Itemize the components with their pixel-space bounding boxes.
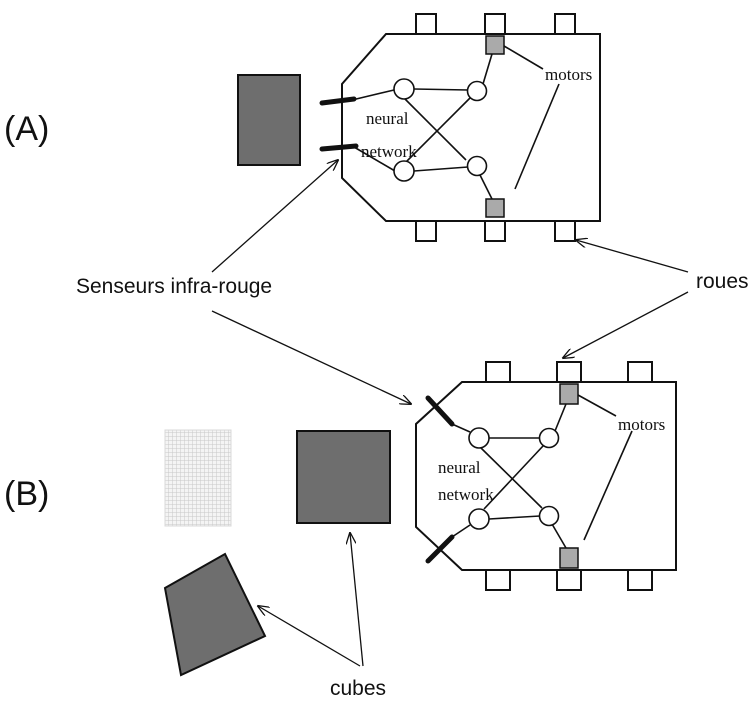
ir-sensor (319, 96, 357, 106)
callout-arrows (211, 160, 689, 667)
motors-label: motors (618, 415, 665, 434)
cube (237, 74, 301, 166)
wheel (554, 220, 576, 242)
wheel (556, 361, 582, 383)
neural-network-wires (451, 403, 567, 549)
wheel (485, 361, 511, 383)
motor (485, 35, 505, 55)
motor (485, 198, 505, 218)
neural-network-label: network (438, 485, 494, 504)
ir-sensor (425, 534, 455, 564)
wheel (415, 220, 437, 242)
cube (163, 552, 267, 677)
neural-network-label: network (361, 142, 417, 161)
panel-a-label: (A) (4, 110, 49, 148)
wheel (484, 220, 506, 242)
robot-a: neural network motors (319, 13, 601, 242)
arrow (211, 160, 338, 273)
wheel (415, 13, 437, 35)
neuron (468, 508, 490, 530)
ir-sensor (425, 395, 455, 427)
wheel (484, 13, 506, 35)
arrow (350, 533, 364, 667)
ghost-cube (164, 429, 232, 527)
ir-sensor (319, 143, 359, 152)
wheel (554, 13, 576, 35)
neuron (466, 80, 488, 102)
wheel (627, 569, 653, 591)
wheel (485, 569, 511, 591)
neuron (538, 505, 560, 527)
arrow (576, 240, 689, 273)
arrow (258, 606, 361, 667)
panel-b-label: (B) (4, 475, 49, 513)
neural-network-label: neural (366, 109, 409, 128)
wheels-label: roues (696, 270, 749, 293)
sensors-label: Senseurs infra-rouge (76, 275, 272, 298)
neuron (466, 155, 488, 177)
neuron (538, 427, 560, 449)
cube (296, 430, 391, 524)
neuron (393, 78, 415, 100)
robot-b: neural network motors (415, 361, 677, 591)
cubes-label: cubes (330, 677, 386, 700)
motor (559, 547, 579, 569)
neuron (393, 160, 415, 182)
wheel (627, 361, 653, 383)
arrow (563, 291, 689, 358)
motor (559, 383, 579, 405)
wheel (556, 569, 582, 591)
neural-network-wires (351, 53, 493, 200)
arrow (211, 310, 411, 404)
motors-label: motors (545, 65, 592, 84)
neural-network-label: neural (438, 458, 481, 477)
neuron (468, 427, 490, 449)
